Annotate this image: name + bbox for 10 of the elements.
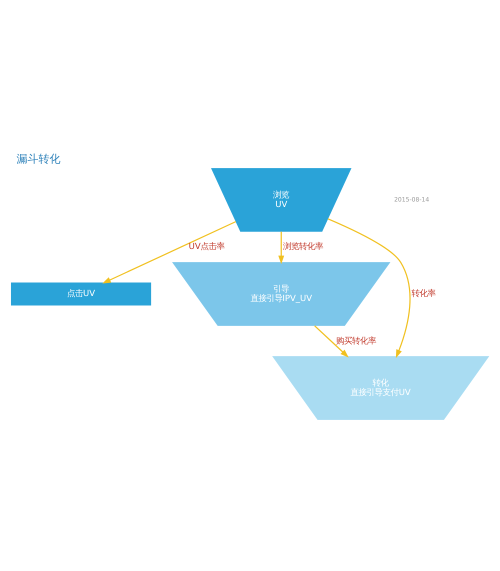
edge-label: 购买转化率 xyxy=(336,336,376,346)
arrow xyxy=(102,221,236,284)
edge-label: 浏览转化率 xyxy=(283,242,324,252)
arrow xyxy=(328,218,411,358)
diagram-title: 漏斗转化 xyxy=(16,152,60,166)
arrow xyxy=(314,325,349,358)
node-box: 点击UV xyxy=(10,282,152,306)
edge-label: 转化率 xyxy=(412,289,436,300)
edge-label: UV点击率 xyxy=(188,242,225,252)
arrow xyxy=(278,232,284,264)
